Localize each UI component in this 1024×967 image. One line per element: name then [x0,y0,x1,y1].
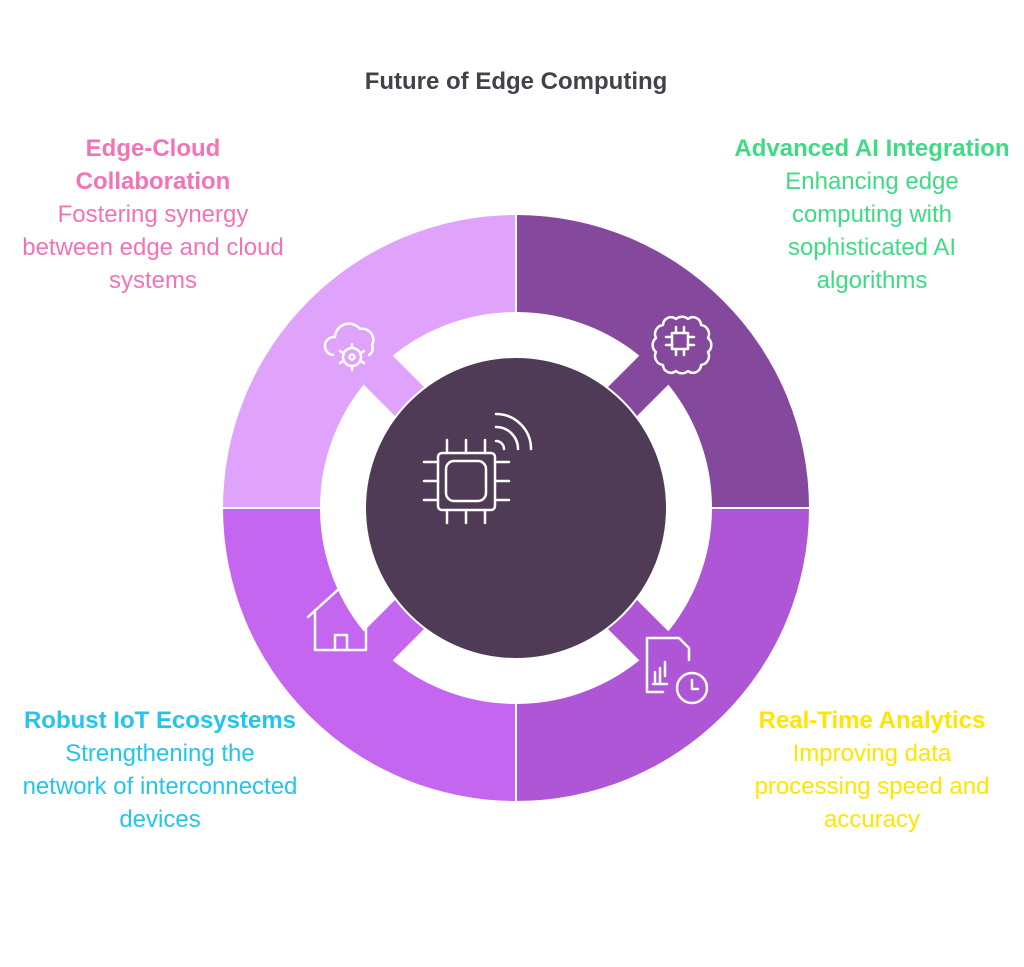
segment-label-advanced-ai: Advanced AI Integration Enhancing edge c… [732,132,1012,297]
chip-wireless-icon [422,412,533,525]
center-circle [364,356,668,660]
segment-title: Edge-Cloud Collaboration [75,135,231,195]
segment-title: Robust IoT Ecosystems [23,707,297,734]
segment-description: Enhancing edge computing with sophistica… [785,168,959,294]
segment-title: Real-Time Analytics [758,707,986,734]
diagram-title: Future of Edge Computing [364,68,668,95]
smart-home-icon [306,567,385,652]
segment-description: Strengthening the network of interconnec… [22,740,298,833]
report-clock-icon [645,636,709,705]
segment-description: Fostering synergy between edge and cloud… [22,201,284,294]
segment-description: Improving data processing speed and accu… [754,740,990,833]
cloud-gear-icon [323,322,375,372]
segment-title: Advanced AI Integration [734,135,1010,162]
segment-label-edge-cloud: Edge-Cloud Collaboration Fostering syner… [13,132,293,297]
segment-label-real-time: Real-Time Analytics Improving data proce… [732,704,1012,836]
brain-chip-icon [651,315,713,375]
segment-label-iot: Robust IoT Ecosystems Strengthening the … [20,704,300,836]
